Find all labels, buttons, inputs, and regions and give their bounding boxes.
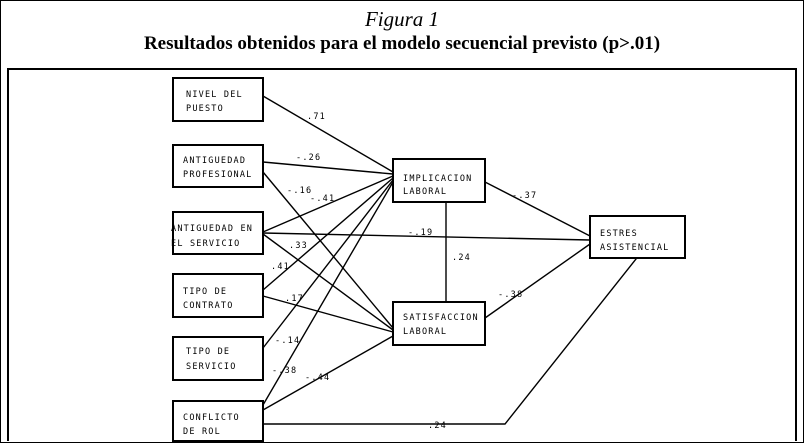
path-coef-antiguedad-servicio-estres: -.19 (408, 228, 433, 238)
svg-text:TIPO DE: TIPO DE (186, 347, 230, 357)
node-satisfaccion-laboral: SATISFACCION LABORAL (392, 301, 486, 346)
path-coef-antiguedad-servicio-implicacion: -.41 (310, 194, 335, 204)
path-coef-satisfaccion-estres: -.38 (498, 290, 523, 300)
edge-implicacion-estres (484, 181, 591, 237)
edge-antiguedad-servicio-satisfaccion (262, 233, 394, 331)
svg-text:LABORAL: LABORAL (403, 187, 447, 197)
path-coef-antiguedad-profesional-satisfaccion: -.16 (287, 186, 312, 196)
node-tipo-de-contrato: TIPO DE CONTRATO (172, 273, 264, 318)
svg-text:IMPLICACION: IMPLICACION (403, 174, 473, 184)
edge-tipo-servicio-implicacion (262, 179, 394, 349)
edge-antiguedad-servicio-estres (262, 232, 591, 241)
node-implicacion-laboral: IMPLICACION LABORAL (392, 158, 486, 203)
edge-tipo-contrato-satisfaccion (262, 295, 394, 333)
svg-text:EL SERVICIO: EL SERVICIO (171, 239, 241, 249)
edge-conflicto-implicacion (262, 181, 394, 406)
svg-text:ESTRES: ESTRES (600, 229, 638, 239)
diagram-panel (7, 68, 797, 441)
path-coef-antiguedad-servicio-satisfaccion: .33 (289, 241, 308, 251)
path-coef-implicacion-satisfaccion: .24 (452, 253, 471, 263)
node-nivel-del-puesto: NIVEL DEL PUESTO (172, 77, 264, 122)
svg-text:PUESTO: PUESTO (186, 104, 224, 114)
path-coef-conflicto-implicacion: -.38 (272, 366, 297, 376)
path-coef-tipo-contrato-satisfaccion: .17 (285, 294, 304, 304)
svg-text:DE ROL: DE ROL (183, 427, 221, 437)
path-coef-nivel-implicacion: .71 (307, 112, 326, 122)
svg-text:SATISFACCION: SATISFACCION (403, 313, 479, 323)
path-coef-conflicto-estres: .24 (428, 421, 447, 431)
edge-nivel-implicacion (262, 95, 394, 173)
svg-text:PROFESIONAL: PROFESIONAL (183, 170, 253, 180)
svg-text:NIVEL DEL: NIVEL DEL (186, 90, 243, 100)
path-coef-tipo-contrato-implicacion: .41 (271, 262, 290, 272)
svg-text:ASISTENCIAL: ASISTENCIAL (600, 243, 670, 253)
svg-text:ANTIGUEDAD: ANTIGUEDAD (183, 156, 246, 166)
node-tipo-de-servicio: TIPO DE SERVICIO (172, 336, 264, 381)
node-conflicto-de-rol: CONFLICTO DE ROL (172, 400, 264, 442)
edge-antiguedad-servicio-implicacion (262, 175, 394, 233)
node-antiguedad-profesional: ANTIGUEDAD PROFESIONAL (172, 144, 264, 188)
path-coef-tipo-servicio-implicacion: -.14 (275, 336, 300, 346)
svg-text:CONTRATO: CONTRATO (183, 301, 234, 311)
edge-satisfaccion-estres (484, 243, 591, 319)
path-coef-conflicto-satisfaccion: -.44 (305, 373, 330, 383)
svg-text:SERVICIO: SERVICIO (186, 362, 237, 372)
edge-tipo-contrato-implicacion (262, 177, 394, 291)
svg-text:ANTIGUEDAD EN: ANTIGUEDAD EN (171, 224, 253, 234)
figure-label: Figura 1 (364, 7, 440, 31)
svg-text:CONFLICTO: CONFLICTO (183, 413, 240, 423)
figure-title: Resultados obtenidos para el modelo secu… (143, 33, 661, 54)
path-coef-implicacion-estres: -.37 (512, 191, 537, 201)
node-estres-asistencial: ESTRES ASISTENCIAL (589, 215, 686, 259)
path-coef-antiguedad-profesional-implicacion: -.26 (296, 153, 321, 163)
edge-conflicto-satisfaccion (262, 335, 394, 411)
node-antiguedad-en-el-servicio: ANTIGUEDAD EN EL SERVICIO (171, 211, 264, 255)
svg-text:LABORAL: LABORAL (403, 327, 447, 337)
edge-conflicto-estres (263, 253, 641, 425)
edge-antiguedad-profesional-satisfaccion (262, 171, 394, 329)
svg-text:TIPO DE: TIPO DE (183, 287, 227, 297)
edge-antiguedad-profesional-implicacion (262, 161, 394, 175)
